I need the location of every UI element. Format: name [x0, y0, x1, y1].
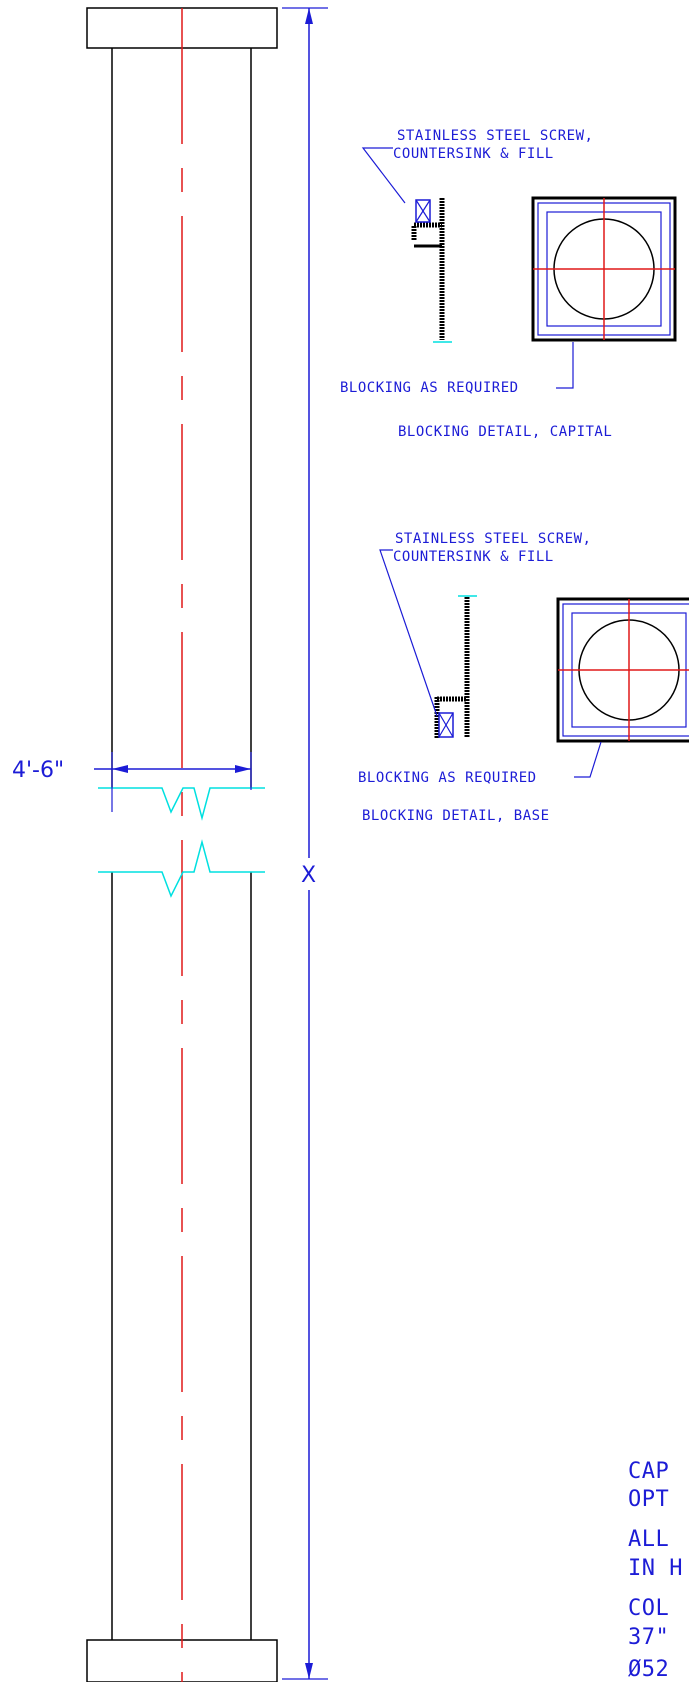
- capital-plan-view: [531, 196, 677, 342]
- base-blocking-detail: STAINLESS STEEL SCREW, COUNTERSINK & FIL…: [358, 531, 689, 824]
- note-line-3: ALL: [628, 1527, 669, 1552]
- column-elevation: [86, 7, 278, 1682]
- capital-section-profile: [411, 198, 452, 343]
- capital-screw-note-line1: STAINLESS STEEL SCREW,: [397, 128, 593, 144]
- note-line-4: IN H: [628, 1556, 683, 1581]
- base-blocking-note: BLOCKING AS REQUIRED: [358, 770, 537, 786]
- base-blocking-leader: [574, 741, 602, 778]
- capital-blocking-leader: [556, 342, 574, 389]
- width-arrow-right: [235, 765, 251, 773]
- height-arrow-top: [305, 8, 313, 24]
- width-arrow-left: [112, 765, 128, 773]
- base-screw-note-line1: STAINLESS STEEL SCREW,: [395, 531, 591, 547]
- note-line-7: Ø52: [628, 1657, 669, 1682]
- height-arrow-bottom: [305, 1663, 313, 1679]
- capital-screw-leader: [361, 147, 406, 204]
- base-section-profile: [434, 595, 477, 738]
- base-screw-note-line2: COUNTERSINK & FILL: [393, 549, 554, 565]
- note-line-6: 37": [628, 1625, 669, 1650]
- base-screw-leader: [379, 549, 438, 717]
- capital-blocking-detail: STAINLESS STEEL SCREW, COUNTERSINK & FIL…: [340, 128, 677, 440]
- dimensions: 4'-6" X: [12, 7, 328, 1680]
- capital-blocking-note: BLOCKING AS REQUIRED: [340, 380, 519, 396]
- base-detail-title: BLOCKING DETAIL, BASE: [362, 808, 550, 824]
- break-line-lower: [98, 839, 265, 898]
- note-line-5: COL: [628, 1596, 669, 1621]
- width-dimension-label: 4'-6": [12, 758, 64, 783]
- note-line-2: OPT: [628, 1487, 669, 1512]
- capital-screw-note-line2: COUNTERSINK & FILL: [393, 146, 554, 162]
- general-notes: CAP OPT ALL IN H COL 37" Ø52: [628, 1459, 683, 1682]
- note-line-1: CAP: [628, 1459, 669, 1484]
- height-dimension-label: X: [301, 863, 316, 888]
- capital-detail-title: BLOCKING DETAIL, CAPITAL: [398, 424, 612, 440]
- base-plan-view: [556, 597, 689, 743]
- break-line-upper: [98, 787, 265, 821]
